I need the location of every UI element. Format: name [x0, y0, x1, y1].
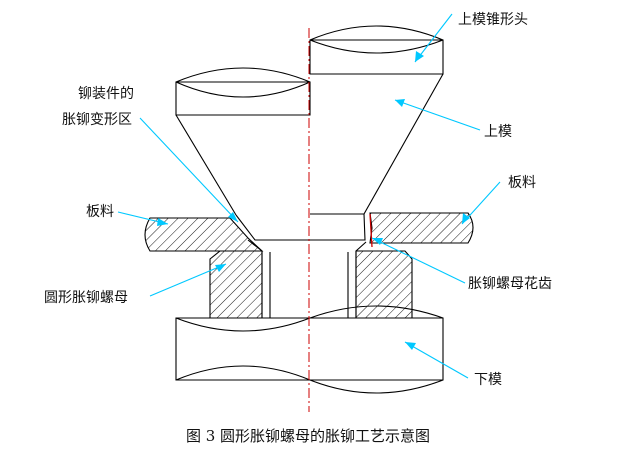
leader-sheet-right [461, 181, 501, 225]
label-round-nut: 圆形胀铆螺母 [44, 290, 128, 306]
figure-caption: 图 3 圆形胀铆螺母的胀铆工艺示意图 [186, 427, 430, 445]
label-sheet-right: 板料 [508, 175, 536, 191]
label-upper-die: 上模 [484, 124, 512, 140]
label-nut-teeth: 胀铆螺母花齿 [468, 276, 552, 292]
label-upper-die-cone-head: 上模锥形头 [458, 12, 528, 28]
sheet-metal [144, 212, 474, 252]
upper-die [175, 25, 444, 241]
leader-sheet-left [117, 211, 169, 226]
label-deform-zone-line2: 胀铆变形区 [62, 112, 132, 128]
leader-round-nut [149, 263, 227, 297]
label-lower-die: 下模 [474, 372, 502, 388]
round-rivet-nut [209, 239, 413, 319]
leader-lower-die [404, 341, 469, 379]
leader-upper-die [394, 99, 481, 131]
label-deform-zone-line1: 铆装件的 [78, 86, 134, 102]
leader-deform-zone [139, 117, 239, 223]
label-sheet-left: 板料 [86, 204, 114, 220]
leader-nut-teeth [371, 237, 466, 284]
leader-upper-die-cone-head [414, 13, 453, 63]
lower-die [175, 305, 444, 394]
